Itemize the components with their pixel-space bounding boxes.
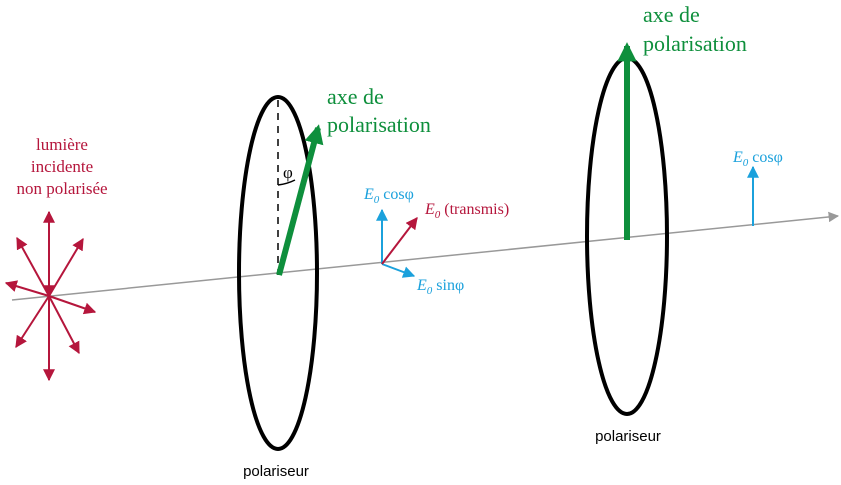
incident-label-line2: incidente: [31, 157, 93, 176]
component-cos-label: E0 cosφ: [363, 186, 414, 206]
component-transmitted-label: E0 (transmis): [424, 201, 509, 221]
polarizer-1-ring: [237, 95, 319, 451]
axis1-label-line1: axe de: [327, 84, 384, 109]
axis2-label-line2: polarisation: [643, 31, 747, 56]
angle-phi-label: φ: [283, 163, 293, 182]
unpolarized-light-icon: [4, 210, 97, 382]
component-sin-arrow: [381, 263, 416, 278]
axis2-label-line1: axe de: [643, 2, 700, 27]
polarizer-1-label: polariseur: [243, 463, 309, 480]
polarization-axis-1-arrow: [276, 124, 324, 276]
axis1-label-line2: polarisation: [327, 112, 431, 137]
incident-label-line1: lumière: [36, 135, 88, 154]
incident-label-line3: non polarisée: [16, 179, 107, 198]
optical-axis: [11, 211, 840, 301]
component-transmitted-arrow: [381, 217, 418, 265]
component-sin-label: E0 sinφ: [416, 277, 464, 297]
angle-arc: [277, 179, 296, 186]
polarizer-2-label: polariseur: [595, 428, 661, 445]
final-component-label: E0 cosφ: [732, 149, 783, 169]
